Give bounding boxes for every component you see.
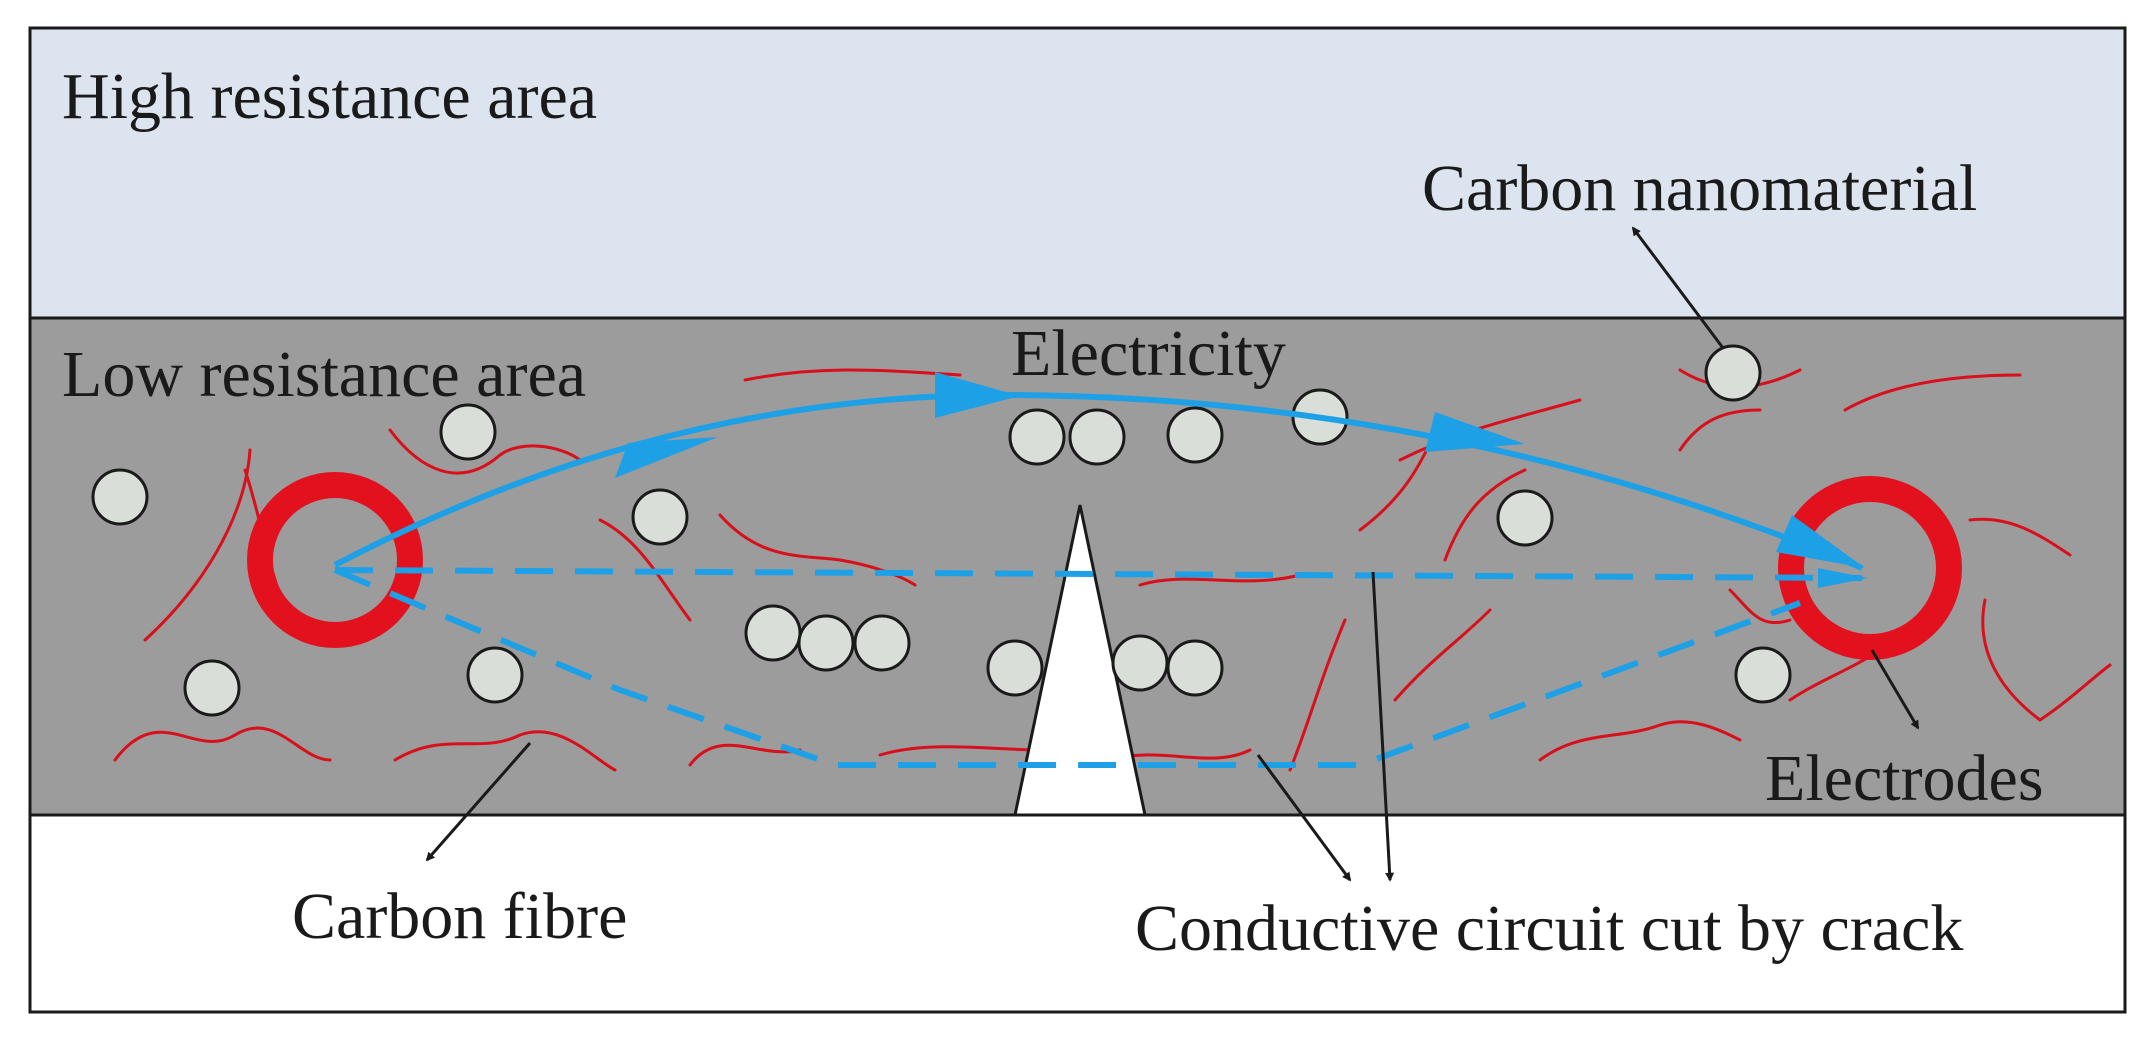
pointer-carbon-fibre xyxy=(425,742,532,862)
carbon-fibre xyxy=(1678,408,1762,452)
label-conductive-cut: Conductive circuit cut by crack xyxy=(1135,892,1963,965)
nanoparticle xyxy=(631,488,689,546)
carbon-fibre xyxy=(1393,608,1492,702)
label-low-resistance: Low resistance area xyxy=(62,338,586,411)
pointer-lines xyxy=(425,226,1920,882)
current-arrowhead xyxy=(935,372,1020,418)
nanoparticle xyxy=(439,403,497,461)
electrode-left xyxy=(247,472,423,648)
electrode-right xyxy=(1778,476,1962,660)
pointer-crack-a xyxy=(1256,754,1352,882)
nanoparticle xyxy=(1704,344,1762,402)
pointer-nanomaterial xyxy=(1631,226,1725,349)
nanoparticle xyxy=(1166,639,1224,697)
carbon-fibre xyxy=(1538,720,1742,762)
nanoparticle xyxy=(1068,408,1126,466)
nanoparticle xyxy=(744,604,802,662)
current-arrowhead xyxy=(615,437,718,478)
carbon-fibre xyxy=(393,730,617,772)
nanoparticle xyxy=(797,614,855,672)
carbon-fibre xyxy=(1138,573,1302,587)
carbon-fibre xyxy=(878,745,1042,757)
nanoparticle xyxy=(1111,634,1169,692)
nanoparticle xyxy=(986,639,1044,697)
carbon-fibre xyxy=(1398,398,1582,462)
label-carbon-fibre: Carbon fibre xyxy=(292,880,627,953)
carbon-nanomaterial-particles xyxy=(91,344,1792,717)
nanoparticle xyxy=(1496,489,1554,547)
high-resistance-zone xyxy=(28,26,2127,320)
dashed-path-lower xyxy=(333,567,1802,768)
carbon-fibre xyxy=(598,518,692,622)
carbon-fibre xyxy=(388,428,582,475)
carbon-fibre xyxy=(743,368,962,382)
current-arrowheads xyxy=(615,372,1868,588)
label-electrodes: Electrodes xyxy=(1765,742,2044,815)
carbon-fibre xyxy=(1728,588,1792,625)
carbon-fibre xyxy=(1443,468,1527,562)
carbon-fibre xyxy=(688,743,802,767)
carbon-fibre xyxy=(143,448,252,642)
current-arrowhead xyxy=(1776,515,1865,568)
nanoparticle xyxy=(91,468,149,526)
dashed-path-straight xyxy=(334,567,1863,581)
carbon-fibre xyxy=(1968,517,2072,557)
carbon-fibre xyxy=(1981,598,2112,722)
nanoparticle xyxy=(1166,406,1224,464)
current-arrowhead xyxy=(1425,412,1525,452)
carbon-fibre xyxy=(1288,618,1347,772)
label-high-resistance: High resistance area xyxy=(62,60,597,133)
label-electricity: Electricity xyxy=(1011,317,1286,390)
nanoparticle xyxy=(466,646,524,704)
nanoparticle xyxy=(1008,408,1066,466)
pointer-crack-b xyxy=(1371,571,1395,882)
nanoparticle xyxy=(183,659,241,717)
current-arrowhead-dashed xyxy=(1818,568,1868,588)
nanoparticle xyxy=(1734,646,1792,704)
pointer-electrodes xyxy=(1870,649,1920,730)
nanoparticle xyxy=(853,614,911,672)
carbon-fibre xyxy=(113,726,332,762)
label-carbon-nanomaterial: Carbon nanomaterial xyxy=(1422,152,1977,225)
carbon-fibre xyxy=(1843,373,2022,412)
